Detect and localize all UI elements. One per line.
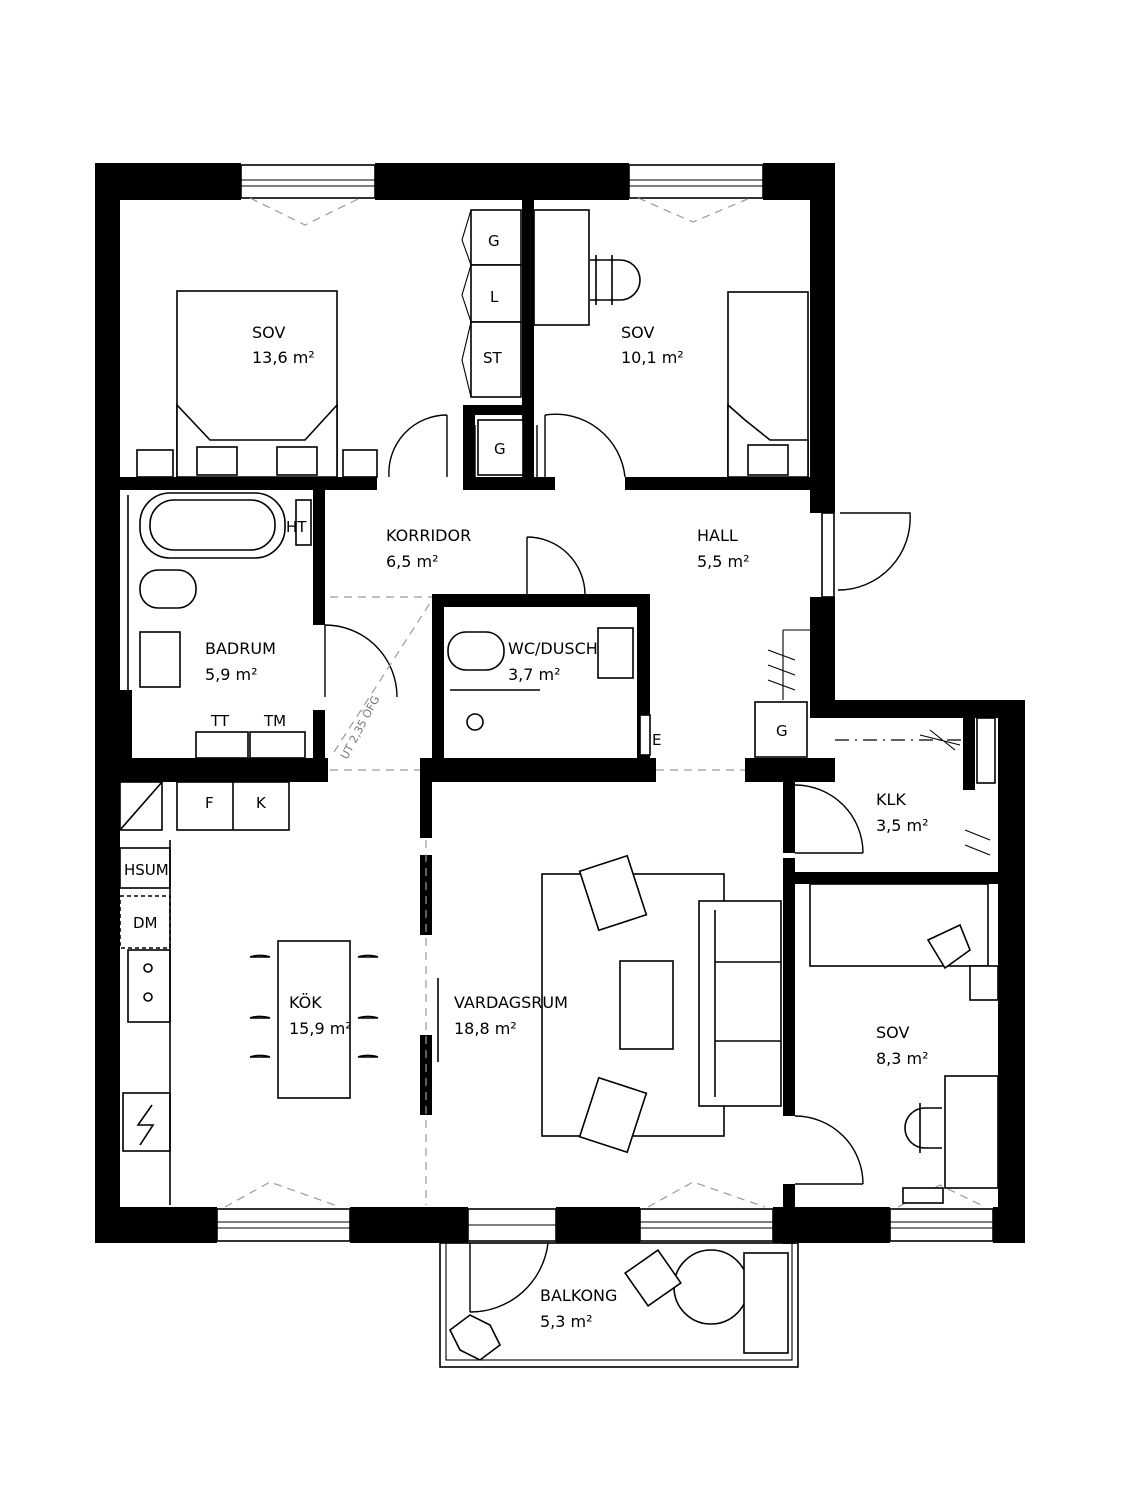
kitchen-fixtures [119, 781, 379, 1205]
code-k: K [256, 794, 267, 812]
windows [216, 164, 994, 1242]
code-dm: DM [133, 914, 158, 932]
room-name-korridor: KORRIDOR [386, 526, 471, 545]
room-area-kok: 15,9 m² [289, 1019, 352, 1038]
wardrobe-code-st: ST [483, 349, 503, 367]
room-area-wc-dusch: 3,7 m² [508, 665, 561, 684]
code-tm: TM [263, 712, 286, 730]
room-area-korridor: 6,5 m² [386, 552, 439, 571]
room-name-klk: KLK [876, 790, 906, 809]
room-name-wc-dusch: WC/DUSCH [508, 639, 598, 658]
wc-fixtures [447, 627, 651, 756]
exterior-walls [95, 163, 1025, 1243]
room-labels: SOV 13,6 m² SOV 10,1 m² KORRIDOR 6,5 m² … [205, 323, 929, 1331]
bathroom-fixtures [127, 492, 312, 759]
room-name-hall: HALL [697, 526, 738, 545]
room-area-sov-3: 8,3 m² [876, 1049, 929, 1068]
hall-wardrobe [754, 629, 996, 856]
opening-note: UT 2,35 ÖFG [338, 694, 382, 762]
room-name-vardagsrum: VARDAGSRUM [454, 993, 568, 1012]
room-area-balkong: 5,3 m² [540, 1312, 593, 1331]
code-e: E [652, 731, 661, 749]
wardrobe-code-g-mid: G [494, 440, 506, 458]
room-name-balkong: BALKONG [540, 1286, 617, 1305]
code-f: F [205, 794, 214, 812]
room-name-sov-1: SOV [252, 323, 285, 342]
room-area-hall: 5,5 m² [697, 552, 750, 571]
wardrobe-code-l: L [490, 288, 499, 306]
wardrobe-column [461, 209, 524, 476]
desk-and-bed-2 [533, 209, 809, 478]
room-area-vardagsrum: 18,8 m² [454, 1019, 517, 1038]
doors [324, 413, 911, 1313]
double-bed [136, 290, 378, 478]
room-area-badrum: 5,9 m² [205, 665, 258, 684]
bedroom-3-furniture [809, 883, 999, 1204]
code-hsum: HSUM [124, 861, 169, 879]
code-tt: TT [210, 712, 230, 730]
room-name-sov-2: SOV [621, 323, 654, 342]
code-ht: HT [286, 518, 307, 536]
wardrobe-code-g-top: G [488, 232, 500, 250]
living-room-furniture [437, 854, 782, 1154]
room-area-sov-2: 10,1 m² [621, 348, 684, 367]
room-name-sov-3: SOV [876, 1023, 909, 1042]
room-area-sov-1: 13,6 m² [252, 348, 315, 367]
balcony [439, 1242, 799, 1368]
room-name-kok: KÖK [289, 993, 322, 1012]
code-g-hall: G [776, 722, 788, 740]
room-area-klk: 3,5 m² [876, 816, 929, 835]
room-name-badrum: BADRUM [205, 639, 276, 658]
